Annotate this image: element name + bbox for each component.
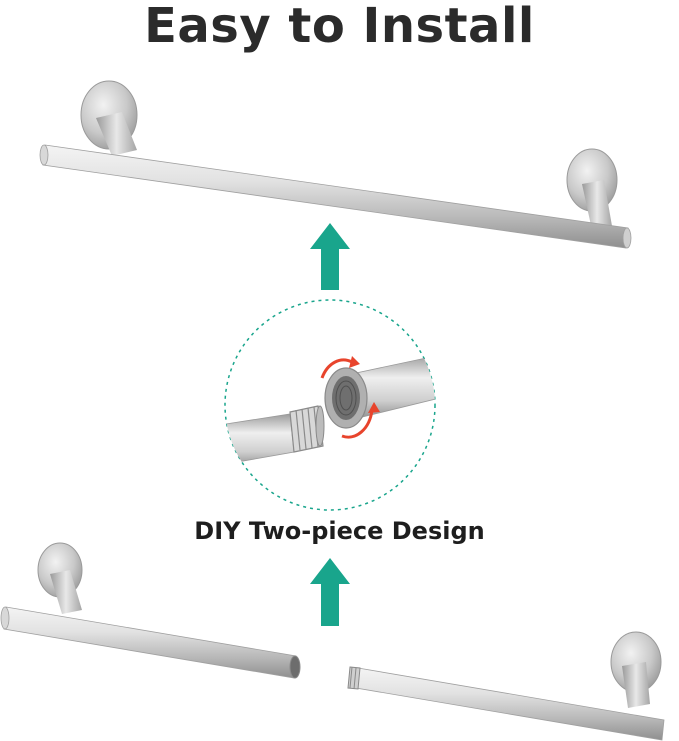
right-post xyxy=(582,180,612,230)
left-bar-rod xyxy=(3,606,297,679)
thread-end xyxy=(289,405,324,453)
page-title: Easy to Install xyxy=(144,0,535,54)
design-caption: DIY Two-piece Design xyxy=(194,517,485,545)
thread-end xyxy=(347,666,361,690)
connection-detail xyxy=(224,299,436,511)
up-arrow-icon xyxy=(310,223,350,290)
right-post xyxy=(622,662,650,708)
rotation-arrow-icon xyxy=(320,356,380,439)
up-arrow-icon xyxy=(310,558,350,626)
right-half-bar xyxy=(347,631,665,741)
left-half-bar xyxy=(0,542,301,679)
left-post xyxy=(96,112,137,156)
assembled-towel-bar xyxy=(39,80,632,249)
left-post xyxy=(50,570,82,614)
